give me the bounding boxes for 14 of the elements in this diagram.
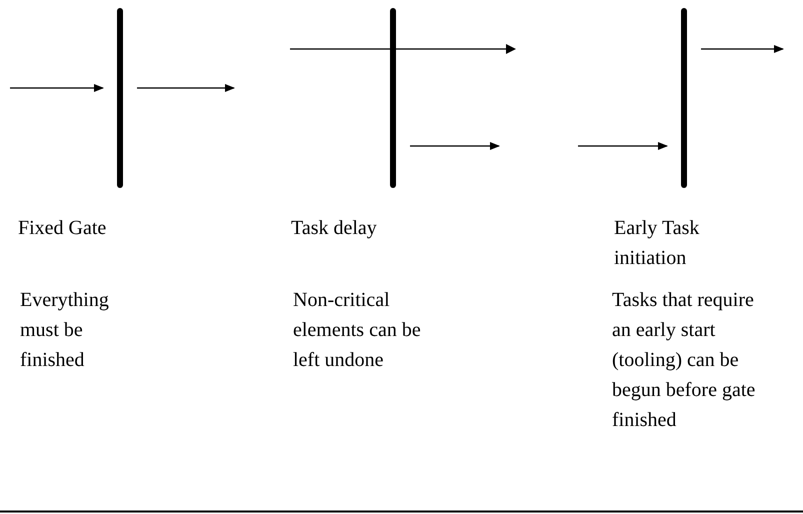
gate-bar: [390, 8, 396, 188]
gate-description: Tasks that require an early start (tooling) can be begun before gate finished: [612, 288, 756, 433]
arrow: [10, 84, 104, 92]
gate-title: Fixed Gate: [18, 216, 108, 241]
gate-title: Task delay: [291, 216, 378, 241]
gate-description: Non-critical elements can be left undone: [293, 288, 422, 373]
gate-description: Everything must be finished: [20, 288, 110, 373]
arrow: [701, 45, 784, 53]
gate-bar: [681, 8, 687, 188]
arrow: [137, 84, 235, 92]
gate-title: Early Task initiation: [614, 216, 700, 271]
arrow: [578, 142, 668, 150]
gate-bar: [117, 8, 123, 188]
arrow: [410, 142, 500, 150]
